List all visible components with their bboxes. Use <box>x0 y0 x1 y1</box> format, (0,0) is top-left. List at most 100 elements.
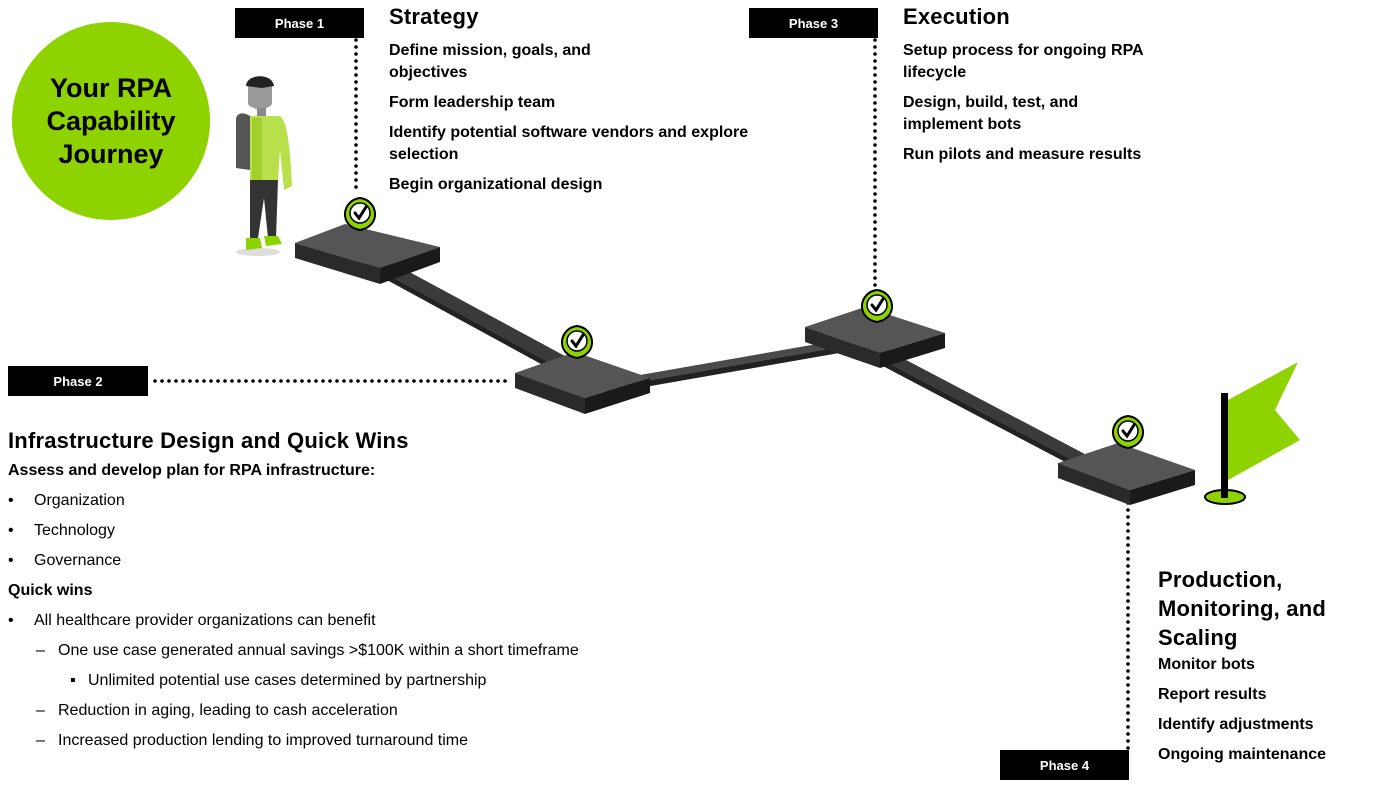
leader-dot <box>468 379 472 383</box>
leader-dot <box>335 379 339 383</box>
leader-dot <box>1126 746 1130 750</box>
leader-dot <box>1126 655 1130 659</box>
phase-1-item: Begin organizational design <box>389 176 603 193</box>
leader-dot <box>1126 522 1130 526</box>
leader-dot <box>873 206 877 210</box>
leader-dot <box>873 87 877 91</box>
leader-dot <box>873 59 877 63</box>
leader-dot <box>873 136 877 140</box>
phase-2-bullet: • All healthcare provider organizations … <box>8 610 808 632</box>
leader-dot <box>354 94 358 98</box>
leader-dot <box>1126 669 1130 673</box>
platform-phase-3 <box>805 307 945 368</box>
leader-dot <box>1126 732 1130 736</box>
leader-dot <box>873 157 877 161</box>
leader-dot <box>216 379 220 383</box>
leader-dot <box>377 379 381 383</box>
subbullet-text: One use case generated annual savings >$… <box>58 642 579 659</box>
subbullet-text: Reduction in aging, leading to cash acce… <box>58 702 398 719</box>
leader-dot <box>1126 606 1130 610</box>
leader-dot <box>230 379 234 383</box>
leader-dot <box>873 101 877 105</box>
phase-4-item: Ongoing maintenance <box>1158 746 1327 763</box>
traveler-person-icon <box>236 76 292 256</box>
leader-dot <box>873 234 877 238</box>
leader-dot <box>1126 627 1130 631</box>
leader-dot <box>873 269 877 273</box>
leader-dot <box>873 171 877 175</box>
leader-dot <box>873 192 877 196</box>
leader-dot <box>426 379 430 383</box>
platform-phase-1 <box>295 224 440 284</box>
check-pin-icon <box>861 288 893 324</box>
phase-1-item: Form leadership team <box>389 94 556 111</box>
leader-dot <box>167 379 171 383</box>
leader-dot <box>354 45 358 49</box>
leader-dot <box>258 379 262 383</box>
leader-dot <box>354 136 358 140</box>
leader-dot <box>482 379 486 383</box>
leader-dot <box>354 129 358 133</box>
leader-dot <box>873 73 877 77</box>
leader-dot <box>873 185 877 189</box>
leader-dot <box>349 379 353 383</box>
leader-dot <box>873 66 877 70</box>
leader-dot <box>1126 697 1130 701</box>
leader-dot <box>1126 585 1130 589</box>
leader-dot <box>1126 634 1130 638</box>
phase-1-item: Identify potential software vendors and … <box>389 124 749 163</box>
check-pin-icon <box>344 196 376 232</box>
phase-4-item: Identify adjustments <box>1158 716 1314 733</box>
leader-dot <box>286 379 290 383</box>
leader-dot <box>1126 592 1130 596</box>
leader-dot <box>354 185 358 189</box>
leader-dot <box>873 38 877 42</box>
bullet-icon: • <box>8 552 14 569</box>
leader-dot <box>873 276 877 280</box>
bullet-text: Organization <box>34 492 125 509</box>
leader-dot <box>223 379 227 383</box>
phase-2-subhead: Quick wins <box>8 582 93 599</box>
leader-dot <box>475 379 479 383</box>
leader-dot <box>1126 648 1130 652</box>
phase-1-item: Define mission, goals, and objectives <box>389 42 591 81</box>
leader-dot <box>354 164 358 168</box>
leader-dot <box>244 379 248 383</box>
leader-dot <box>342 379 346 383</box>
bullet-text: Governance <box>34 552 122 569</box>
check-pin-icon <box>561 324 593 360</box>
leader-dot <box>1126 578 1130 582</box>
leader-dot <box>307 379 311 383</box>
phase-1-label: Phase 1 <box>235 8 364 38</box>
journey-road <box>365 255 1100 474</box>
finish-flag-icon <box>1204 362 1300 505</box>
phase-3-item: Setup process for ongoing RPA lifecycle <box>903 42 1144 81</box>
bullet-icon: • <box>8 522 14 539</box>
leader-dot <box>496 379 500 383</box>
leader-dot <box>873 283 877 287</box>
leader-dot <box>1126 536 1130 540</box>
leader-dot <box>1126 718 1130 722</box>
leader-dot <box>354 178 358 182</box>
leader-dot <box>354 150 358 154</box>
leader-dot <box>873 94 877 98</box>
leader-dot <box>873 213 877 217</box>
phase-2-subbullet: – Reduction in aging, leading to cash ac… <box>8 700 808 722</box>
leader-dot <box>1126 676 1130 680</box>
leader-dot <box>202 379 206 383</box>
leader-dot <box>1126 662 1130 666</box>
check-pin-icon <box>1112 414 1144 450</box>
leader-dot <box>354 73 358 77</box>
leader-dot <box>454 379 458 383</box>
leader-dot <box>1126 571 1130 575</box>
square-bullet-icon: ▪ <box>70 672 76 689</box>
leader-dot <box>873 248 877 252</box>
leader-dot <box>251 379 255 383</box>
journey-title-badge: Your RPA Capability Journey <box>12 22 210 220</box>
phase-3-label: Phase 3 <box>749 8 878 38</box>
leader-dot <box>1126 515 1130 519</box>
leader-dot <box>1126 613 1130 617</box>
leader-dot <box>873 262 877 266</box>
leader-dot <box>209 379 213 383</box>
journey-title-text: Your RPA Capability Journey <box>46 72 176 169</box>
